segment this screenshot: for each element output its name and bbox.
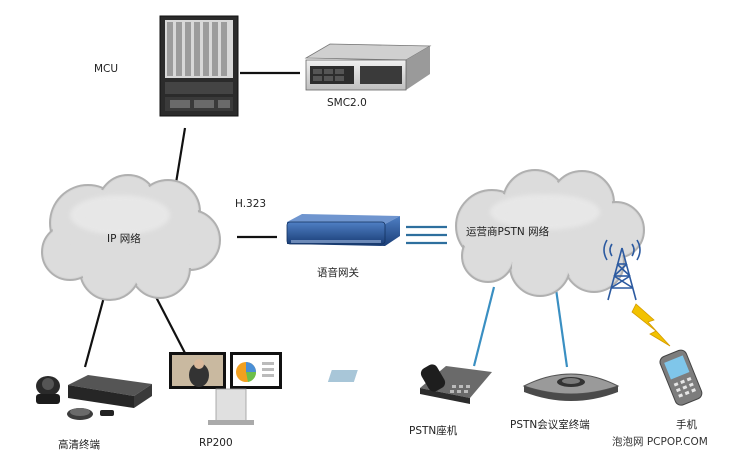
rp200-icon [169, 352, 282, 425]
mcu-label: MCU [94, 63, 119, 75]
link-mcu-ip [174, 127, 187, 184]
mobile-phone-icon [659, 349, 703, 406]
voice-gateway-icon [286, 214, 400, 246]
watermark: 泡泡网 PCPOP.COM [612, 436, 708, 448]
link-ip-hd-terminal [83, 296, 106, 368]
smc-label: SMC2.0 [327, 97, 367, 109]
ip-network-label: IP 网络 [107, 233, 141, 245]
hd-terminal-icon [36, 375, 152, 420]
h323-label: H.323 [235, 198, 267, 210]
mcu-chassis-icon [159, 15, 239, 117]
ip-network-cloud [41, 174, 221, 301]
pstn-network-label: 运营商PSTN 网络 [466, 226, 550, 238]
conference-phone-icon [522, 373, 620, 401]
pstn-network-cloud [455, 169, 645, 297]
link-gateway-pstn [406, 225, 447, 245]
desk-phone-icon [327, 364, 492, 404]
pstn-phone-label: PSTN座机 [409, 425, 458, 437]
cell-tower-icon [603, 239, 641, 301]
mobile-label: 手机 [676, 419, 697, 431]
pstn-conf-label: PSTN会议室终端 [510, 419, 590, 431]
link-ip-rp200 [155, 296, 187, 356]
hd-terminal-label: 高清终端 [58, 439, 100, 451]
smc-server-icon [304, 43, 432, 91]
lightning-icon [631, 303, 671, 347]
link-pstn-conf [554, 288, 569, 368]
link-pstn-phone [472, 286, 496, 367]
rp200-label: RP200 [199, 437, 233, 449]
voice-gateway-label: 语音网关 [317, 267, 359, 279]
